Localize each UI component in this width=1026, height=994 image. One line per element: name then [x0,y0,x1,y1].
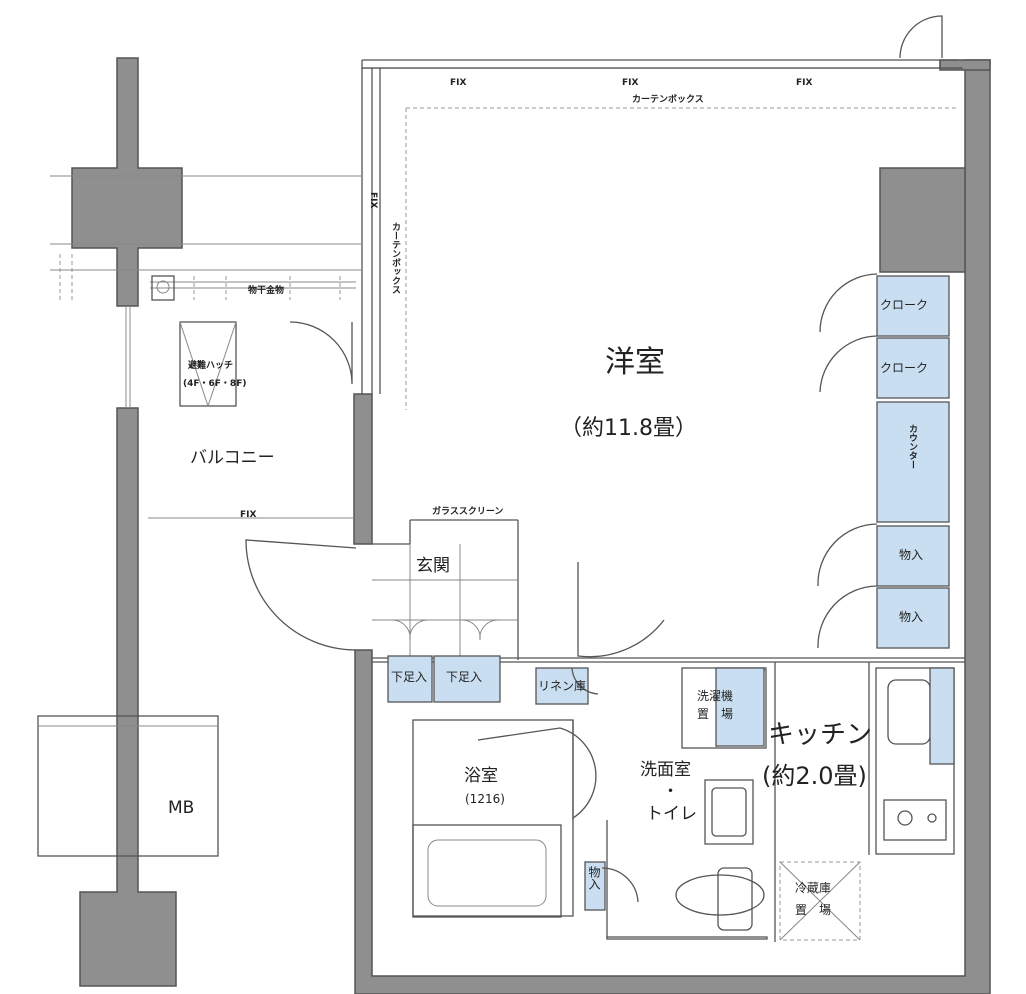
shoe-2-box [433,655,501,703]
fridge-label-2: 置 場 [795,903,832,917]
western-room-label: 洋室 [605,345,665,380]
fix-balcony-label: FIX [240,510,257,520]
washroom-label: 洗面室 [640,760,691,780]
glass-screen-label: ガラススクリーン [432,507,504,517]
fix-label-1: FIX [450,78,467,88]
counter-label: カウンター [907,424,917,469]
kitchen-sink-box [929,667,955,765]
entrance-label: 玄関 [416,556,450,576]
bathroom-label: 浴室 [464,766,498,786]
laundry-label-1: 洗濯機 [697,689,734,703]
linen-label: リネン庫 [538,679,587,693]
counter-box [876,401,950,523]
curtain-box-top-label: カーテンボックス [632,95,704,105]
storage-1-label: 物入 [899,548,924,562]
toilet-label: トイレ [646,804,697,824]
curtain-box-side-label: カーテンボックス [390,222,400,294]
structural-walls [71,57,991,994]
washroom-dot: ・ [662,782,679,802]
linen-box [535,667,589,705]
closet-2-label: クローク [880,361,929,375]
hatch-label-1: 避難ハッチ [188,361,234,371]
shoe-2-label: 下足入 [446,670,483,684]
handrail-label: 物干金物 [248,286,285,296]
mb-label: MB [168,798,195,818]
balcony-label: バルコニー [190,448,275,468]
balcony-lines [37,175,362,857]
closet-1-box [876,275,950,337]
storage-2-label: 物入 [899,610,924,624]
storage-1-box [876,525,950,587]
storage-2-box [876,587,950,649]
closet-1-label: クローク [880,298,929,312]
shoe-1-label: 下足入 [391,670,428,684]
closet-2-box [876,337,950,399]
shoe-1-box [387,655,433,703]
western-room-size: （約11.8畳） [560,416,697,441]
laundry-box [715,667,765,747]
storage-bath-label: 物入 [587,866,601,890]
storage-bath-box [584,861,606,911]
room-outlines [361,59,965,942]
fridge-label-1: 冷蔵庫 [795,881,832,895]
fix-side-label: FIX [368,192,378,209]
bathroom-size: (1216) [465,792,505,806]
laundry-label-2: 置 場 [697,707,734,721]
door-swings [245,15,943,903]
hatch-label-2: (4F・6F・8F) [183,379,247,389]
fix-label-3: FIX [796,78,813,88]
kitchen-label: キッチン [768,720,873,750]
fix-label-2: FIX [622,78,639,88]
storage-boxes [387,275,955,911]
kitchen-size: (約2.0畳) [762,762,867,790]
